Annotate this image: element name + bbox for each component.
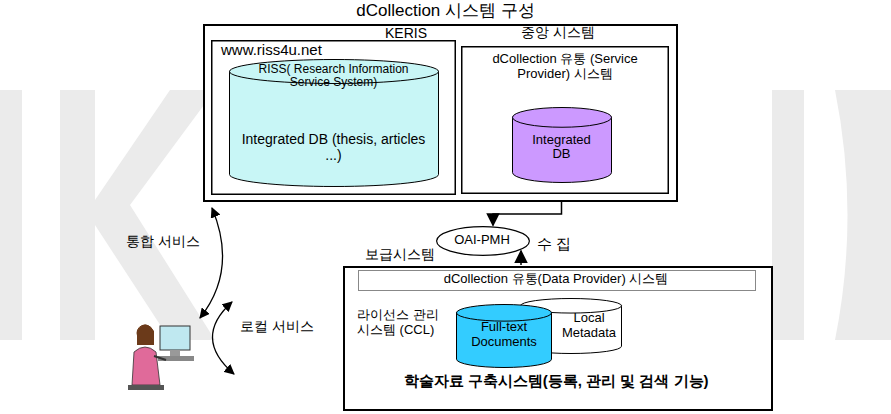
node-text: 라이선스 관리 시스템 (CCL) — [357, 308, 449, 338]
node-text: Integrated DB (thesis, articles ...) — [239, 131, 429, 163]
database-cylinder: RISS( Research Information Service Syste… — [229, 59, 439, 187]
service-provider-box: 중앙 시스템dCollection 유통 (Service Provider) … — [461, 46, 669, 194]
user-icon — [128, 325, 194, 391]
service-label: 로컬 서비스 — [240, 318, 314, 334]
node-text: Integrated DB — [522, 133, 602, 163]
node-text: www.riss4u.net — [221, 41, 431, 58]
node-text: OAI-PMH — [436, 233, 528, 248]
service-arrow — [212, 302, 234, 374]
system-box: KERISwww.riss4u.netRISS( Research Inform… — [203, 24, 678, 202]
node-text: dCollection 유통 (Service Provider) 시스템 — [479, 52, 651, 82]
node-text: Full-text Documents — [460, 320, 548, 350]
service-arrow — [200, 208, 223, 318]
node-text: 보급시스템 — [365, 246, 465, 262]
node-text: KERIS — [385, 25, 455, 41]
connector-arrow — [520, 251, 522, 265]
node-text: RISS( Research Information Service Syste… — [251, 63, 417, 91]
diagram-title: dCollection 시스템 구성 — [0, 1, 891, 21]
node-text: 중앙 시스템 — [521, 24, 631, 40]
edge-label: 수 집 — [535, 235, 573, 252]
node-text: dCollection 유통(Data Provider) 시스템 — [362, 272, 750, 287]
data-provider-box: dCollection 유통(Data Provider) 시스템 — [358, 270, 756, 291]
database-cylinder: Full-text Documents — [456, 304, 552, 368]
database-cylinder: Integrated DB — [512, 107, 612, 183]
service-label: 통합 서비스 — [126, 233, 200, 249]
node-text: Local Metadata — [558, 311, 620, 341]
protocol-ellipse: OAI-PMH — [436, 226, 530, 256]
site-box: www.riss4u.netRISS( Research Information… — [211, 40, 456, 195]
node-text: 학술자료 구축시스템(등록, 관리 및 검색 기능) — [353, 372, 759, 389]
system-box: 보급시스템라이선스 관리 시스템 (CCL)학술자료 구축시스템(등록, 관리 … — [343, 266, 773, 411]
